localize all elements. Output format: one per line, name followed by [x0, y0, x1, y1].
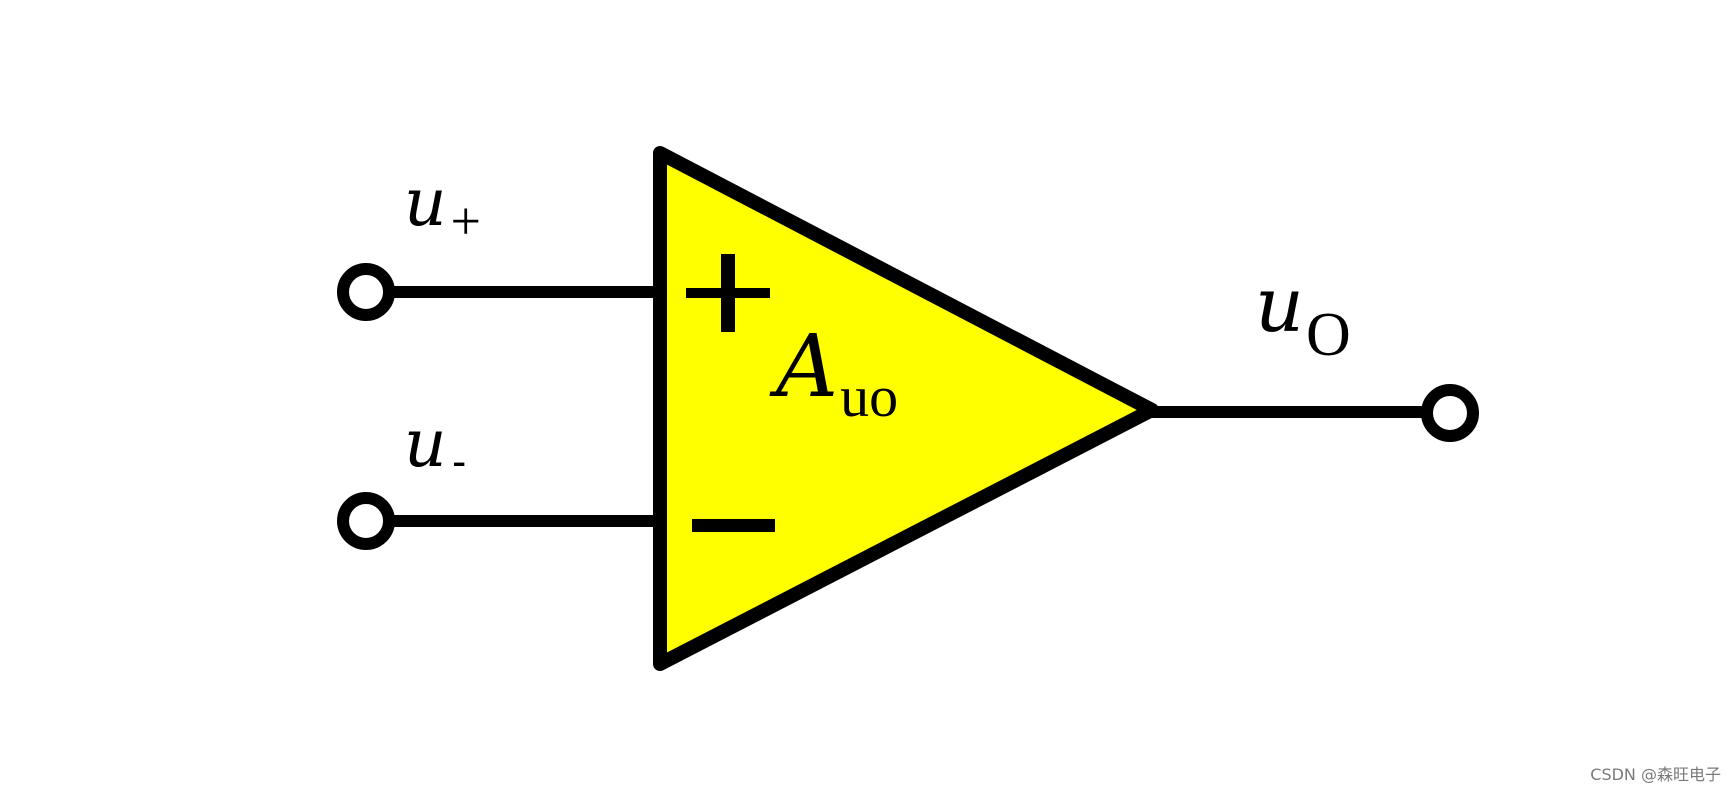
inverting-input-terminal[interactable] [337, 492, 395, 550]
output-var: u [1255, 260, 1304, 349]
gain-label: Auo [769, 317, 898, 429]
inverting-input-label: u- [404, 405, 466, 483]
noninverting-input-sub: + [451, 191, 481, 251]
plus-sign-icon [686, 254, 770, 332]
inverting-input-sub: - [453, 438, 466, 483]
watermark-text: CSDN @森旺电子 [1590, 765, 1721, 784]
output-sub: O [1306, 301, 1351, 369]
gain-sub: uo [840, 364, 898, 429]
noninverting-input-var: u [404, 164, 447, 241]
noninverting-input-terminal[interactable] [337, 263, 395, 321]
output-terminal[interactable] [1421, 384, 1479, 442]
output-label: uO [1255, 260, 1351, 369]
noninverting-input-label: u+ [404, 164, 481, 251]
gain-var: A [769, 317, 838, 417]
amplifier-triangle [653, 146, 1159, 671]
inverting-input-var: u [404, 405, 447, 482]
minus-sign-icon [692, 519, 775, 532]
